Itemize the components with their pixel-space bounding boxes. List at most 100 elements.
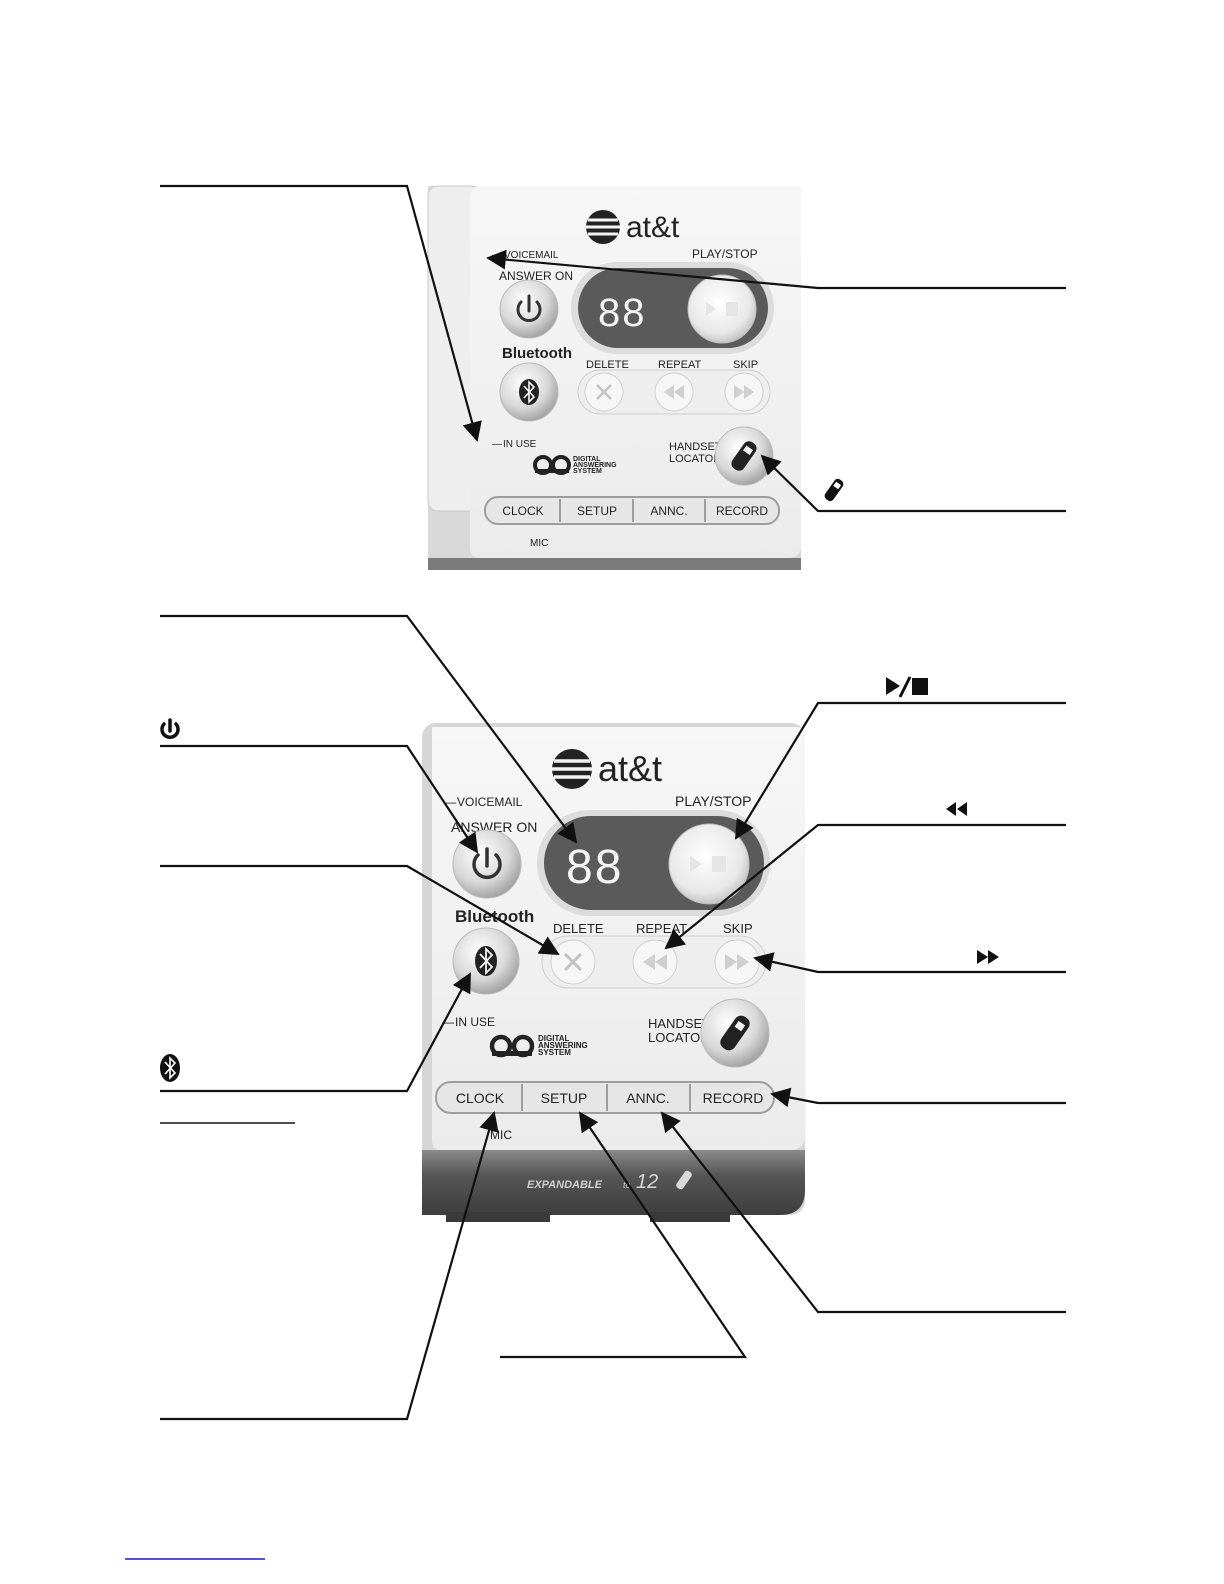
power-icon (472, 847, 502, 880)
skip-button[interactable] (724, 372, 764, 412)
in-use-label: IN USE (455, 1015, 495, 1029)
rewind-icon (664, 385, 684, 399)
bottom-panel: EXPANDABLE to 12 at&t — VOICEMAIL ANSWER… (422, 723, 805, 1222)
delete-button[interactable] (550, 939, 596, 985)
digital-answering-system-logo: DIGITAL ANSWERING SYSTEM (489, 1034, 588, 1058)
mic-label: MIC (530, 538, 548, 549)
svg-text:DIGITAL: DIGITAL (573, 456, 601, 463)
answer-on-button[interactable] (499, 279, 559, 339)
power-icon (516, 294, 542, 322)
delete-callout (160, 864, 560, 955)
bottom-callout-lines (160, 614, 1066, 1421)
delete-label: DELETE (586, 359, 629, 371)
brand-text: at&t (626, 211, 680, 244)
svg-text:EXPANDABLE: EXPANDABLE (527, 1179, 603, 1191)
answer-on-label: ANSWER ON (451, 819, 537, 835)
repeat-button[interactable] (632, 939, 678, 985)
handset-label-2: LOCATOR (648, 1030, 710, 1045)
clock-button[interactable]: CLOCK (456, 1090, 505, 1106)
top-panel: at&t — VOICEMAIL ANSWER ON PLAY/STOP 88 (427, 185, 801, 570)
top-callout-lines (160, 184, 1066, 513)
bluetooth-icon (479, 946, 494, 976)
svg-text:SYSTEM: SYSTEM (573, 468, 602, 475)
annc-button[interactable]: ANNC. (626, 1090, 670, 1106)
setup-button[interactable]: SETUP (541, 1090, 588, 1106)
svg-text:DIGITAL: DIGITAL (538, 1034, 570, 1043)
record-button[interactable]: RECORD (716, 504, 768, 518)
voicemail-label: VOICEMAIL (457, 795, 523, 809)
skip-callout (753, 952, 1066, 974)
message-counter: 88 (598, 291, 647, 335)
bluetooth-icon (523, 380, 536, 404)
svg-text:to: to (623, 1180, 631, 1190)
att-logo: at&t (552, 748, 662, 789)
clock-callout (160, 1111, 499, 1421)
svg-text:12: 12 (636, 1171, 658, 1193)
record-callout (770, 1087, 1066, 1108)
play-stop-icon (706, 302, 738, 316)
setup-button[interactable]: SETUP (577, 504, 617, 518)
answer-on-label: ANSWER ON (499, 269, 573, 283)
handset-locator-button[interactable] (700, 998, 770, 1068)
message-counter-callout (160, 614, 578, 844)
svg-text:ANSWERING: ANSWERING (573, 462, 617, 469)
repeat-label: REPEAT (658, 359, 701, 371)
svg-text:SYSTEM: SYSTEM (538, 1048, 571, 1057)
handset-locator-callout (760, 454, 1066, 513)
repeat-button[interactable] (654, 372, 694, 412)
power-icon (160, 718, 180, 740)
digital-answering-system-logo: DIGITAL ANSWERING SYSTEM (533, 455, 617, 475)
handset-icon (731, 441, 757, 471)
answer-on-button[interactable] (452, 829, 522, 899)
x-icon (596, 384, 612, 400)
play-stop-icon (690, 856, 726, 872)
handset-label-1: HANDSET (669, 441, 722, 453)
rewind-icon (946, 802, 967, 816)
play-stop-button[interactable] (687, 274, 757, 344)
bluetooth-button[interactable] (499, 362, 559, 422)
in-use-label: IN USE (503, 439, 537, 450)
bluetooth-label: Bluetooth (502, 345, 572, 362)
annc-callout (660, 1111, 1066, 1314)
svg-text:ANSWERING: ANSWERING (538, 1041, 588, 1050)
handset-icon (720, 1015, 750, 1051)
voicemail-callout (486, 249, 1066, 290)
x-icon (563, 952, 583, 972)
fast-forward-icon (734, 385, 754, 399)
play-stop-button[interactable] (668, 823, 750, 905)
handset-label-1: HANDSET (648, 1016, 710, 1031)
bluetooth-button[interactable] (452, 927, 520, 995)
handset-locator-button[interactable] (714, 426, 774, 486)
answer-on-callout (160, 744, 479, 854)
fast-forward-icon (725, 954, 749, 970)
play-stop-label: PLAY/STOP (675, 793, 752, 809)
skip-label: SKIP (723, 921, 753, 936)
delete-label: DELETE (553, 921, 604, 936)
clock-button[interactable]: CLOCK (502, 504, 543, 518)
mic-label: MIC (490, 1128, 512, 1142)
skip-button[interactable] (714, 939, 760, 985)
record-button[interactable]: RECORD (703, 1090, 764, 1106)
in-use-dash: — (492, 439, 502, 450)
fast-forward-icon (977, 950, 999, 964)
skip-label: SKIP (733, 359, 758, 371)
att-logo: at&t (586, 210, 680, 244)
repeat-callout (664, 823, 1066, 950)
top-panel-footer (428, 558, 801, 570)
handset-label-2: LOCATOR (669, 453, 721, 465)
annc-button[interactable]: ANNC. (650, 504, 687, 518)
repeat-label: REPEAT (636, 921, 687, 936)
message-counter: 88 (566, 841, 623, 894)
handset-callout-icon (824, 478, 844, 502)
play-stop-callout (734, 701, 1066, 840)
bottom-panel-footer (422, 1150, 805, 1215)
bluetooth-callout (160, 972, 471, 1093)
delete-button[interactable] (584, 372, 624, 412)
rewind-icon (643, 954, 667, 970)
setup-callout (500, 1111, 748, 1359)
play-stop-label: PLAY/STOP (692, 247, 758, 261)
in-use-callout (160, 184, 482, 442)
handset-icon (676, 1170, 692, 1190)
expandable-badge: EXPANDABLE to 12 (527, 1170, 692, 1193)
